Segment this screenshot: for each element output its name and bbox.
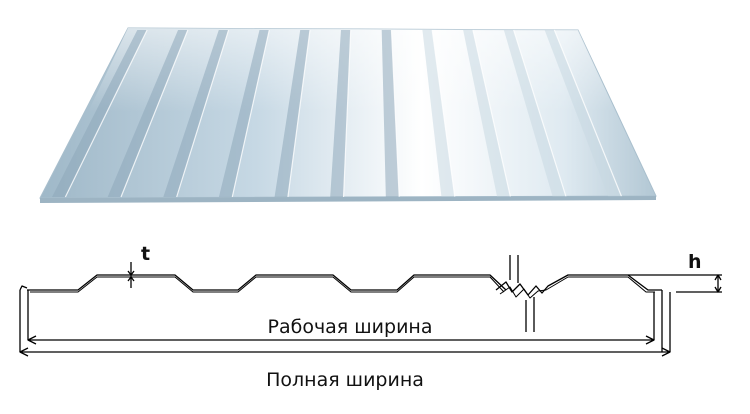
- sheet-rib-edge: [513, 29, 567, 198]
- full-width-label: Полная ширина: [266, 369, 424, 391]
- overlap-joint-inner: [499, 276, 655, 299]
- sheet-rib-edge: [472, 29, 512, 198]
- working-width-label: Рабочая ширина: [268, 316, 433, 338]
- working-width-arrow-right: [645, 335, 655, 345]
- full-width-arrow-right: [661, 347, 671, 357]
- thickness-arrow-top: [127, 270, 135, 276]
- sheet-rib: [52, 30, 148, 197]
- sheet-rib-edge: [431, 29, 456, 198]
- sheet-rib: [463, 30, 511, 197]
- height-label: h: [688, 251, 702, 273]
- working-width-arrow-left: [27, 335, 37, 345]
- sheet-rib-edge: [231, 29, 270, 198]
- sheet-rib: [330, 30, 351, 197]
- sheet-rib-edge: [64, 29, 148, 198]
- sheet-bottom-edge: [40, 196, 656, 203]
- thickness-label: t: [141, 243, 150, 265]
- sheet-rib-edge: [120, 29, 189, 198]
- sheet-rib: [544, 30, 622, 197]
- sheet-rib-edge: [553, 29, 623, 198]
- height-arrow-bottom: [714, 286, 722, 293]
- sheet-rib: [503, 30, 567, 197]
- profile-line-inner: [30, 276, 505, 293]
- sheet-rib-edge: [390, 29, 400, 198]
- sheet-rib-edge: [287, 29, 311, 198]
- sheet-rib-edge: [176, 29, 230, 198]
- profile-line: [27, 274, 507, 291]
- sheet-ribs: [52, 29, 623, 198]
- sheet-rib: [163, 30, 229, 197]
- left-edge: [19, 285, 28, 291]
- full-width-arrow-left: [19, 347, 29, 357]
- sheet-rib: [422, 30, 455, 197]
- sheet-rib: [107, 30, 188, 197]
- sheet-rib-edge: [342, 29, 352, 198]
- sheet-rib: [274, 30, 311, 197]
- sheet-rib: [381, 30, 400, 197]
- overlap-joint: [495, 274, 662, 296]
- profile-cross-section-icon: [19, 255, 722, 357]
- thickness-arrow-bottom: [127, 276, 135, 282]
- corrugated-sheet-icon: [39, 27, 657, 203]
- sheet-rib: [218, 30, 270, 197]
- height-arrow-top: [714, 274, 722, 281]
